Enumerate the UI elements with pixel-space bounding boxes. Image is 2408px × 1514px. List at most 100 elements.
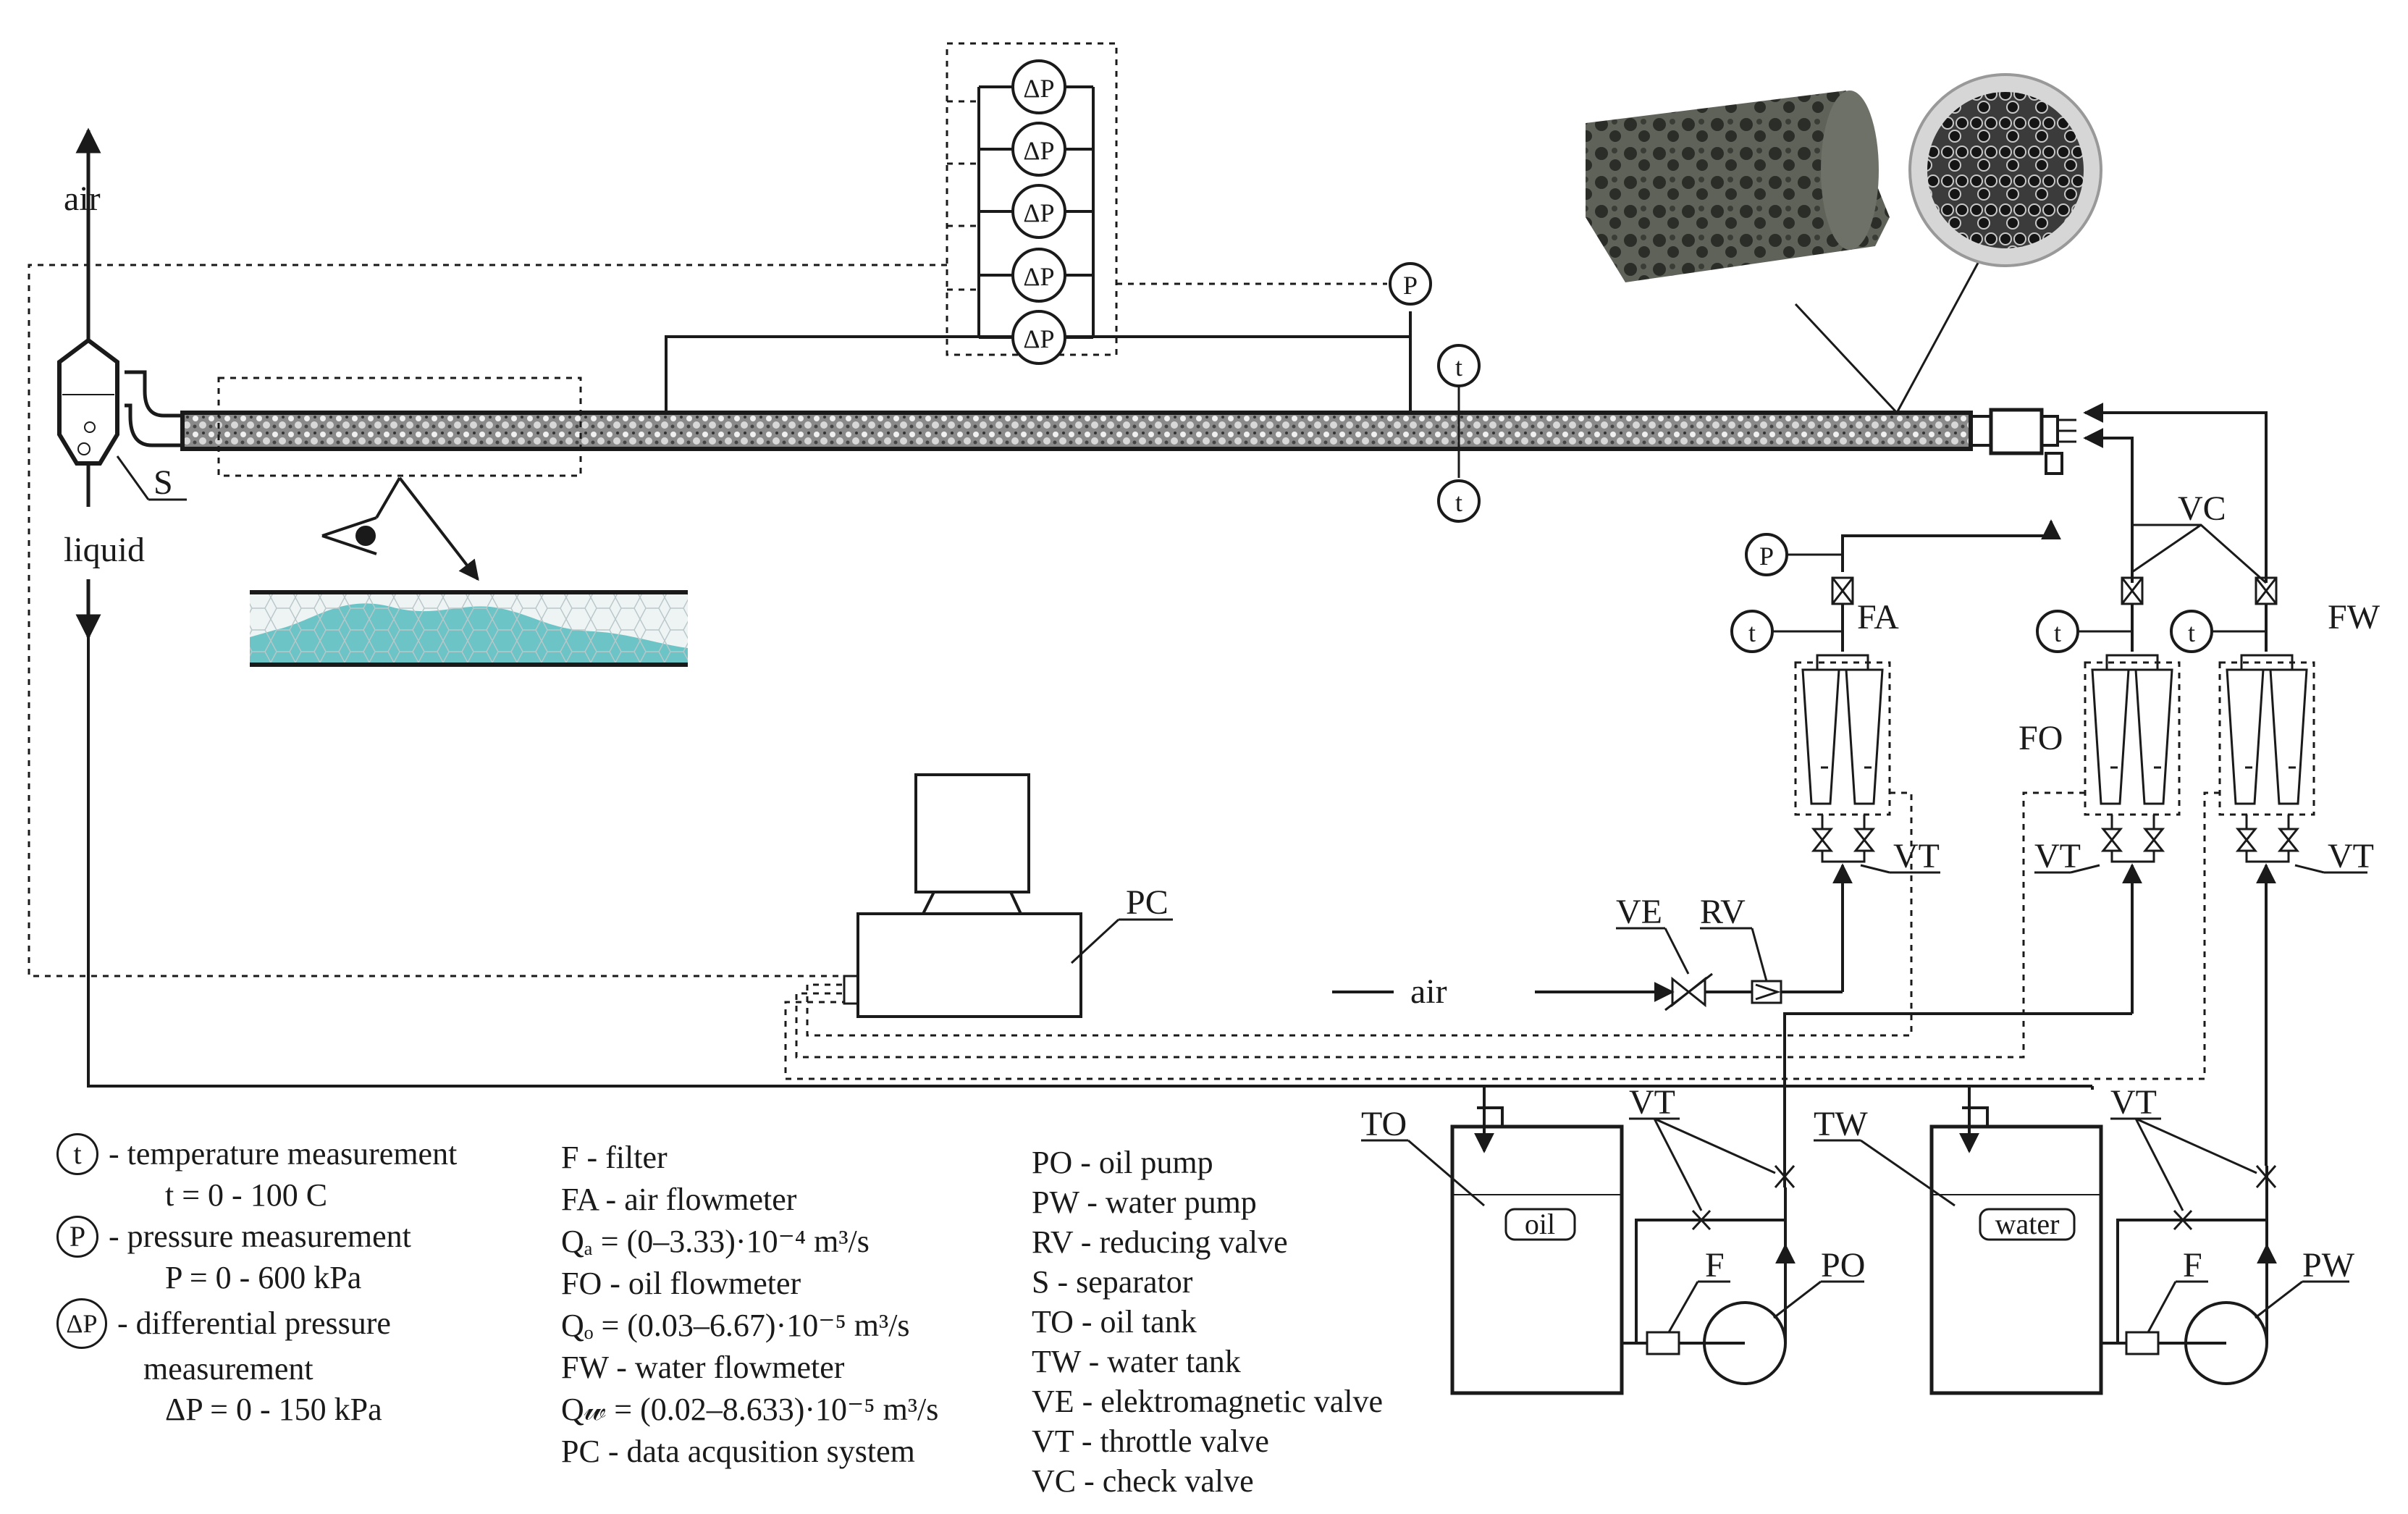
p-symbol: P bbox=[1759, 542, 1774, 571]
oil-filter bbox=[1646, 1331, 1680, 1355]
temperature-probe-bottom bbox=[1437, 479, 1481, 523]
filter-label-oil: F bbox=[1705, 1246, 1725, 1284]
t-symbol: t bbox=[1748, 618, 1756, 647]
p-symbol: P bbox=[1403, 271, 1418, 300]
legend-line: FO - oil flowmeter bbox=[561, 1266, 801, 1301]
vt-label-oil: VT bbox=[2034, 837, 2081, 875]
fa-label: FA bbox=[1857, 598, 1899, 636]
oil-tank-content-label: oil bbox=[1525, 1208, 1555, 1240]
dp-symbol: ΔP bbox=[1023, 324, 1054, 353]
legend-line: TW - water tank bbox=[1032, 1344, 1241, 1379]
air-outlet-label: air bbox=[64, 180, 101, 218]
to-label: TO bbox=[1361, 1105, 1407, 1143]
dp-symbol: ΔP bbox=[1023, 136, 1054, 165]
test-section-pipe bbox=[180, 411, 1973, 451]
tw-label: TW bbox=[1814, 1105, 1868, 1143]
dp-gauge-5 bbox=[1011, 310, 1066, 365]
t-symbol: t bbox=[2188, 618, 2195, 647]
visualization-window bbox=[217, 377, 582, 477]
legend-text: - differential pressure bbox=[117, 1305, 391, 1341]
legend-flowmeters: F - filter FA - air flowmeter Qₐ = (0–3.… bbox=[561, 1137, 938, 1473]
legend-line: VE - elektromagnetic valve bbox=[1032, 1384, 1384, 1419]
dp-symbol: ΔP bbox=[56, 1298, 107, 1349]
legend-row: ΔP = 0 - 150 kPa bbox=[56, 1389, 457, 1430]
legend-line: RV - reducing valve bbox=[1032, 1224, 1288, 1260]
legend-row: measurement bbox=[56, 1349, 457, 1389]
legend-text: measurement bbox=[143, 1351, 313, 1387]
dp-symbol: ΔP bbox=[1023, 198, 1054, 227]
flowmeter-fa bbox=[1794, 654, 1891, 816]
dp-gauge-3 bbox=[1011, 184, 1066, 239]
legend-line: S - separator bbox=[1032, 1264, 1193, 1300]
water-tank-content-label: water bbox=[1995, 1208, 2060, 1240]
legend-text: t = 0 - 100 C bbox=[165, 1177, 328, 1213]
water-filter bbox=[2125, 1331, 2160, 1355]
legend-line: Qₐ = (0–3.33)·10⁻⁴ m³/s bbox=[561, 1224, 870, 1259]
legend-line: Qₒ = (0.03–6.67)·10⁻⁵ m³/s bbox=[561, 1308, 910, 1343]
vt-label-oil-tank: VT bbox=[1629, 1083, 1675, 1122]
legend-components: PO - oil pump PW - water pump RV - reduc… bbox=[1032, 1143, 1383, 1501]
t-symbol: t bbox=[1455, 488, 1462, 517]
p-symbol: P bbox=[56, 1216, 98, 1258]
legend-line: PW - water pump bbox=[1032, 1185, 1257, 1220]
legend-row: P - pressure measurement bbox=[56, 1216, 457, 1258]
temperature-probe-oil bbox=[2036, 610, 2079, 653]
legend-line: TO - oil tank bbox=[1032, 1304, 1197, 1340]
legend-row: t - temperature measurement bbox=[56, 1133, 457, 1175]
legend-line: PC - data acqusition system bbox=[561, 1434, 915, 1469]
pressure-gauge-pipe bbox=[1389, 262, 1432, 306]
rv-label: RV bbox=[1700, 893, 1746, 931]
vt-label-air: VT bbox=[1893, 837, 1940, 875]
fo-label: FO bbox=[2018, 719, 2063, 757]
t-symbol: t bbox=[2054, 618, 2061, 647]
legend-line: F - filter bbox=[561, 1140, 668, 1175]
temperature-probe-top bbox=[1437, 344, 1481, 387]
pc-unit bbox=[856, 912, 1082, 1018]
temperature-probe-air bbox=[1730, 610, 1774, 653]
separator-label: S bbox=[153, 463, 173, 502]
legend-line: FW - water flowmeter bbox=[561, 1350, 845, 1385]
liquid-outlet-label: liquid bbox=[64, 531, 145, 569]
t-symbol: t bbox=[1455, 353, 1462, 382]
dp-gauge-4 bbox=[1011, 248, 1066, 303]
legend-line: FA - air flowmeter bbox=[561, 1182, 797, 1217]
legend-row: ΔP - differential pressure bbox=[56, 1298, 457, 1349]
water-tank bbox=[1929, 1124, 2103, 1395]
legend-row: t = 0 - 100 C bbox=[56, 1175, 457, 1216]
air-inlet-label: air bbox=[1410, 972, 1447, 1011]
flowmeter-fo bbox=[2084, 654, 2181, 816]
foam-sample-photo bbox=[1586, 91, 1890, 282]
legend-line: VT - throttle valve bbox=[1032, 1423, 1269, 1459]
dp-signal-box bbox=[946, 42, 1118, 356]
legend-row: P = 0 - 600 kPa bbox=[56, 1258, 457, 1298]
dp-symbol: ΔP bbox=[1023, 74, 1054, 103]
separator bbox=[57, 337, 119, 466]
oil-tank bbox=[1450, 1124, 1624, 1395]
po-label: PO bbox=[1821, 1246, 1865, 1284]
pressure-gauge-air bbox=[1745, 533, 1788, 576]
vt-label-water: VT bbox=[2328, 837, 2374, 875]
fw-label: FW bbox=[2328, 598, 2380, 636]
vt-label-water-tank: VT bbox=[2110, 1083, 2157, 1122]
legend-text: ΔP = 0 - 150 kPa bbox=[165, 1392, 382, 1427]
pc-monitor bbox=[914, 773, 1030, 893]
dp-symbol: ΔP bbox=[1023, 262, 1054, 291]
flowmeter-fw bbox=[2218, 654, 2315, 816]
foam-cross-section-photo bbox=[1908, 73, 2102, 267]
pw-label: PW bbox=[2302, 1246, 2355, 1284]
legend-text: - temperature measurement bbox=[109, 1136, 458, 1172]
dp-gauge-1 bbox=[1011, 59, 1066, 114]
dp-gauge-2 bbox=[1011, 122, 1066, 177]
mixer bbox=[1989, 408, 2044, 455]
t-symbol: t bbox=[56, 1133, 98, 1175]
flow-visualization-inset bbox=[250, 590, 688, 667]
filter-label-water: F bbox=[2183, 1246, 2202, 1284]
temperature-probe-water bbox=[2170, 610, 2213, 653]
vc-label: VC bbox=[2178, 489, 2226, 528]
legend-line: VC - check valve bbox=[1032, 1463, 1254, 1499]
legend-line: PO - oil pump bbox=[1032, 1145, 1213, 1180]
legend-line: Q𝓌 = (0.02–8.633)·10⁻⁵ m³/s bbox=[561, 1392, 939, 1427]
eye-icon bbox=[321, 516, 377, 555]
ve-label: VE bbox=[1616, 893, 1662, 931]
